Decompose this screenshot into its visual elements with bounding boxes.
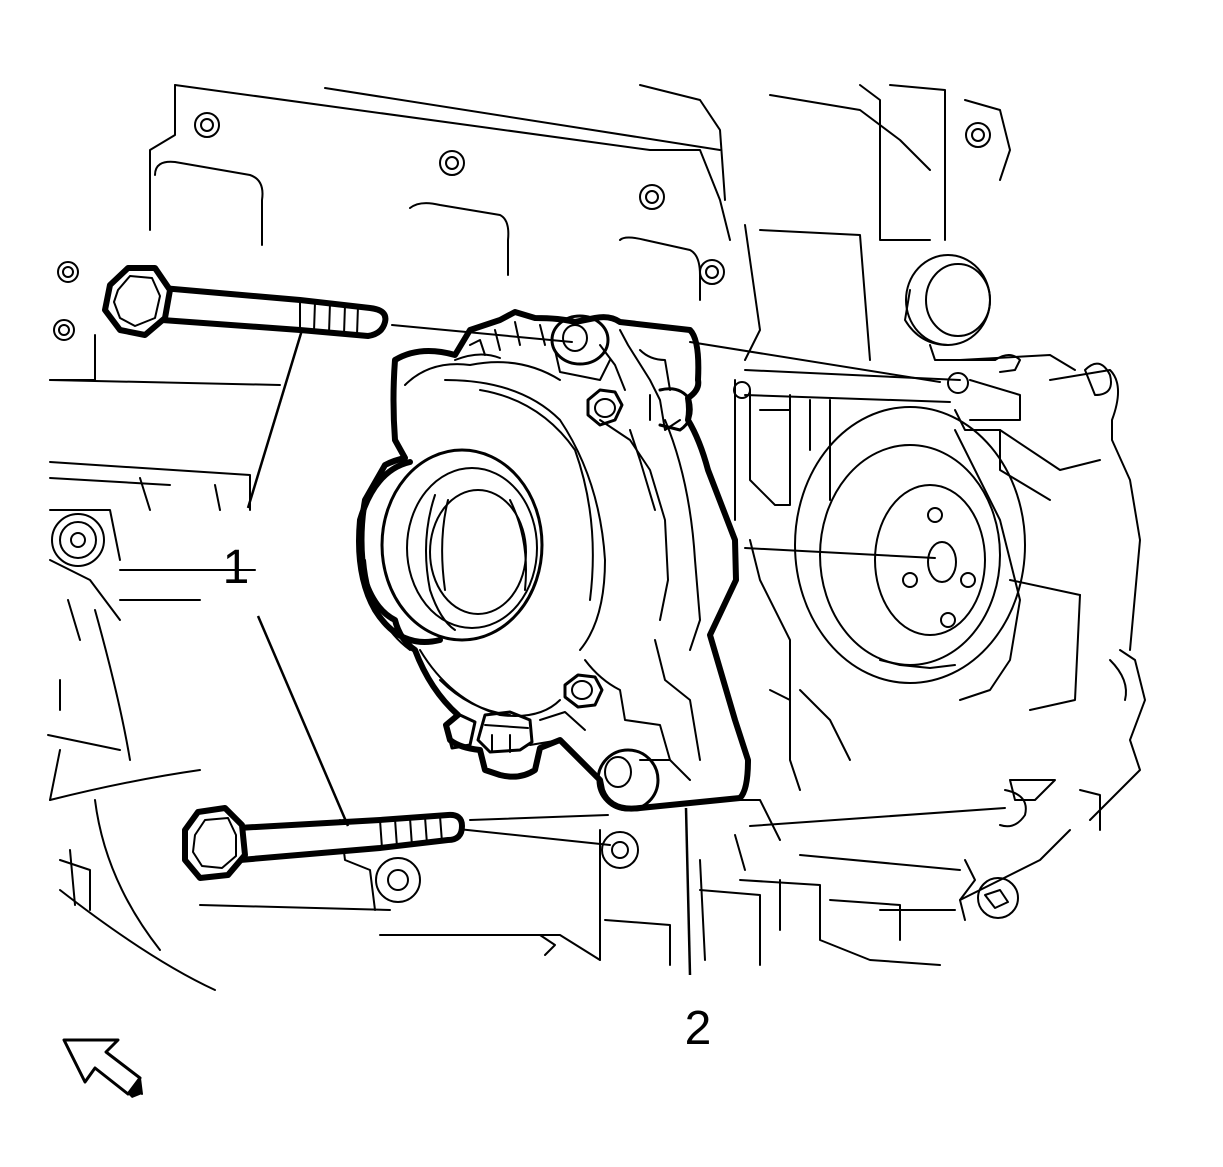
alignment-lines (391, 324, 1027, 828)
leader-lines (246, 329, 692, 976)
callout-bolts: 1 (223, 541, 250, 594)
callout-housing: 2 (685, 1002, 712, 1055)
water-pump-housing (356, 309, 751, 812)
lower-bolt (182, 805, 465, 881)
view-direction-arrow-icon (62, 1038, 143, 1098)
engine-block (47, 84, 1146, 991)
upper-bolt (102, 265, 389, 339)
